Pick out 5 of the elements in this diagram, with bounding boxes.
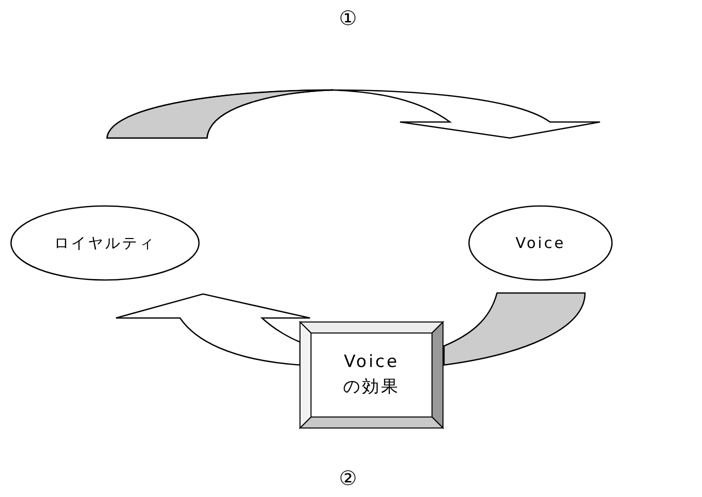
step-number: ② xyxy=(339,466,357,490)
node-label: ロイヤルティ xyxy=(54,234,156,252)
step-number: ① xyxy=(339,6,357,30)
node-label: Voice の効果 xyxy=(342,350,401,399)
node-label: Voice xyxy=(516,234,566,252)
